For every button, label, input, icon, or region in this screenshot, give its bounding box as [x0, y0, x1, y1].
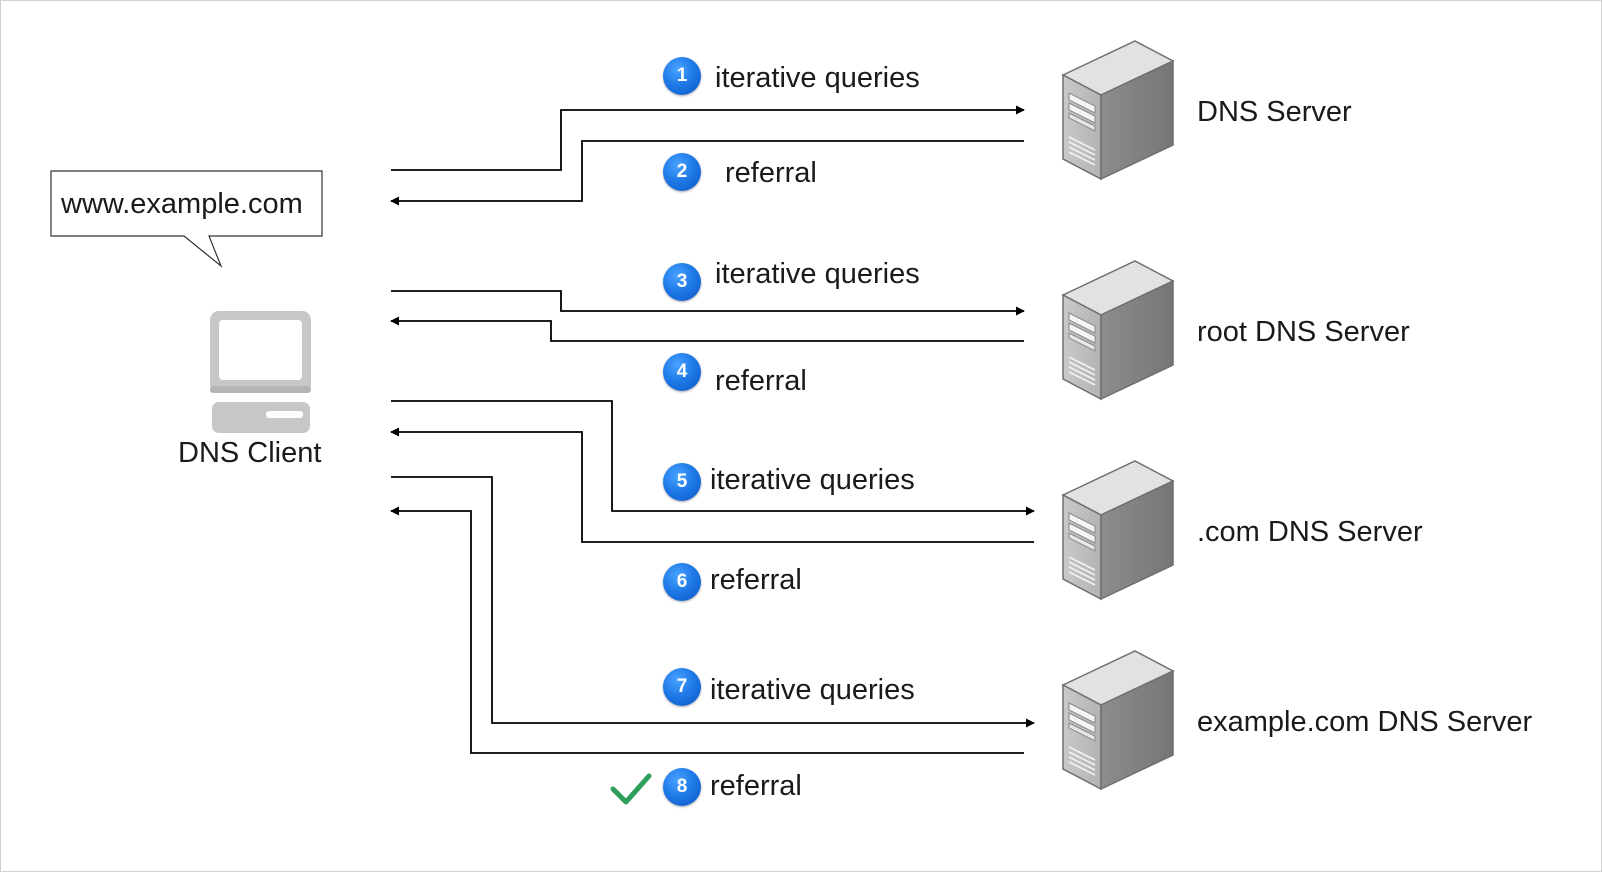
step-label-1: iterative queries: [715, 62, 920, 94]
server-label-com: .com DNS Server: [1197, 516, 1423, 548]
step-badge-2: 2: [663, 153, 701, 191]
check-icon: [610, 773, 652, 805]
step-label-4: referral: [715, 365, 807, 397]
step-label-8: referral: [710, 770, 802, 802]
step-2-referral-arrow: [390, 140, 1024, 206]
step-1-query-arrow: [391, 105, 1025, 171]
client-label: DNS Client: [178, 437, 322, 469]
step-badge-7: 7: [663, 668, 701, 706]
step-8-referral-arrow: [390, 506, 1024, 754]
step-label-2: referral: [725, 157, 817, 189]
step-label-5: iterative queries: [710, 464, 915, 496]
step-label-7: iterative queries: [710, 674, 915, 706]
step-7-query-arrow: [391, 476, 1035, 728]
client-computer-icon: [210, 311, 311, 433]
step-label-3: iterative queries: [715, 258, 920, 290]
step-4-referral-arrow: [390, 316, 1024, 342]
step-5-query-arrow: [391, 400, 1035, 516]
dns-server-icon: [1062, 40, 1174, 180]
step-badge-4: 4: [663, 353, 701, 391]
step-badge-8: 8: [663, 768, 701, 806]
step-badge-5: 5: [663, 463, 701, 501]
root-dns-server-icon: [1062, 260, 1174, 400]
step-6-referral-arrow: [390, 427, 1034, 543]
step-3-query-arrow: [391, 290, 1025, 316]
step-badge-1: 1: [663, 57, 701, 95]
step-badge-6: 6: [663, 563, 701, 601]
server-label-root: root DNS Server: [1197, 316, 1410, 348]
step-badge-3: 3: [663, 263, 701, 301]
step-label-6: referral: [710, 564, 802, 596]
com-dns-server-icon: [1062, 460, 1174, 600]
query-speech-bubble: [50, 170, 323, 268]
server-label-dns: DNS Server: [1197, 96, 1352, 128]
server-label-example-com: example.com DNS Server: [1197, 706, 1533, 738]
query-domain-text: www.example.com: [61, 188, 303, 220]
example-com-dns-server-icon: [1062, 650, 1174, 790]
